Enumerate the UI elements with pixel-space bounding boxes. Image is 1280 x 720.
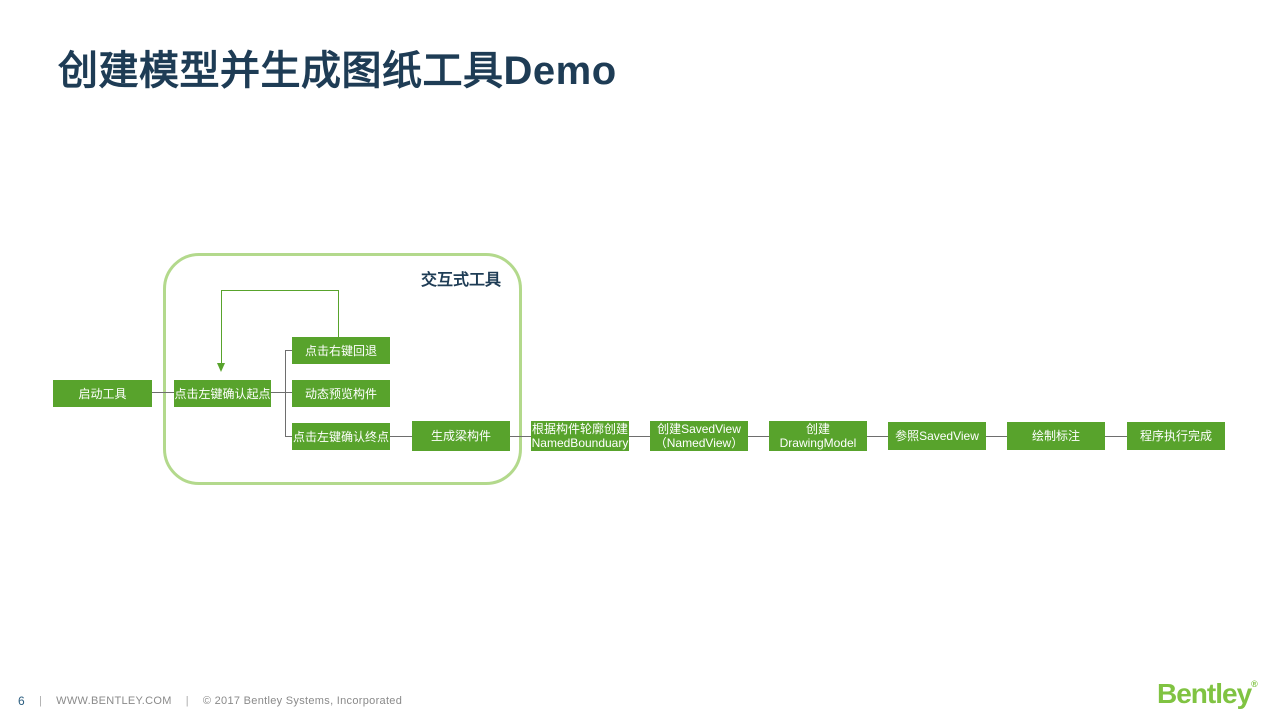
loop-line bbox=[338, 290, 339, 337]
connector-line bbox=[271, 392, 285, 393]
flow-node-label: （NamedView） bbox=[654, 436, 744, 450]
connector-line bbox=[285, 436, 292, 437]
flow-node-label: NamedBounduary bbox=[531, 436, 629, 450]
loop-line bbox=[221, 290, 222, 364]
flow-node-confirm-start-point: 点击左键确认起点 bbox=[174, 380, 271, 407]
connector-line bbox=[510, 436, 531, 437]
flow-node-label: 程序执行完成 bbox=[1139, 429, 1212, 443]
flow-node-saved-view: 创建SavedView（NamedView） bbox=[650, 421, 748, 451]
registered-mark-icon: ® bbox=[1251, 679, 1258, 689]
footer-separator: | bbox=[185, 695, 189, 707]
interactive-tool-group-outline bbox=[163, 253, 522, 485]
flow-node-draw-annotation: 绘制标注 bbox=[1007, 422, 1105, 450]
connector-line bbox=[986, 436, 1007, 437]
footer-website: WWW.BENTLEY.COM bbox=[56, 695, 172, 707]
flow-node-label: 创建 bbox=[805, 422, 830, 436]
footer-copyright: © 2017 Bentley Systems, Incorporated bbox=[202, 695, 403, 707]
connector-line bbox=[748, 436, 769, 437]
flow-node-label: 根据构件轮廓创建 bbox=[531, 422, 628, 436]
flow-node-label: DrawingModel bbox=[779, 436, 857, 450]
interactive-tool-group-label: 交互式工具 bbox=[421, 272, 502, 289]
flow-node-label: 创建SavedView bbox=[657, 422, 741, 436]
connector-line bbox=[152, 392, 174, 393]
flow-node-complete: 程序执行完成 bbox=[1127, 422, 1225, 450]
flow-node-reference-saved-view: 参照SavedView bbox=[888, 422, 986, 450]
flow-node-start: 启动工具 bbox=[53, 380, 152, 407]
flow-node-label: 生成梁构件 bbox=[430, 429, 491, 443]
bentley-logo-text: Bentley bbox=[1157, 678, 1252, 709]
footer-separator: | bbox=[38, 695, 43, 707]
loop-line bbox=[221, 290, 339, 291]
connector-line bbox=[1105, 436, 1127, 437]
connector-branch-line bbox=[285, 350, 286, 437]
flow-node-label: 参照SavedView bbox=[895, 429, 979, 443]
flow-node-label: 动态预览构件 bbox=[304, 386, 377, 401]
flow-node-dynamic-preview: 动态预览构件 bbox=[292, 380, 390, 407]
connector-line bbox=[629, 436, 650, 437]
flow-node-right-click-undo: 点击右键回退 bbox=[292, 337, 390, 364]
flow-node-label: 点击右键回退 bbox=[304, 343, 377, 358]
connector-line bbox=[867, 436, 888, 437]
flow-node-label: 启动工具 bbox=[78, 386, 127, 401]
flow-node-confirm-end-point: 点击左键确认终点 bbox=[292, 423, 390, 450]
flow-node-label: 点击左键确认起点 bbox=[174, 386, 271, 401]
loop-arrow-icon bbox=[217, 363, 225, 372]
flow-node-label: 绘制标注 bbox=[1031, 429, 1080, 443]
page-number: 6 bbox=[18, 694, 25, 708]
bentley-logo: Bentley® bbox=[1157, 678, 1258, 710]
footer: 6 | WWW.BENTLEY.COM | © 2017 Bentley Sys… bbox=[18, 694, 402, 708]
slide-title: 创建模型并生成图纸工具Demo bbox=[58, 49, 617, 93]
flow-node-label: 点击左键确认终点 bbox=[292, 429, 389, 444]
connector-line bbox=[285, 392, 292, 393]
flow-node-generate-beam: 生成梁构件 bbox=[412, 421, 510, 451]
connector-line bbox=[390, 436, 412, 437]
connector-line bbox=[285, 350, 292, 351]
